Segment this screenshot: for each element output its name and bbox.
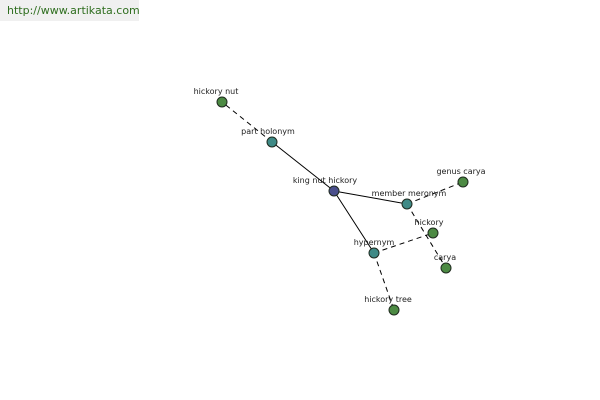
- node-label-hickory-nut[interactable]: hickory nut: [194, 87, 239, 96]
- nodes-layer: [216, 96, 469, 316]
- edge-king-nut-hickory-to-member-meronym: [333, 190, 408, 205]
- node-label-king-nut-hickory[interactable]: king nut hickory: [293, 176, 358, 185]
- edge-part-holonym-to-hickory-nut: [221, 101, 273, 143]
- node-label-part-holonym[interactable]: part holonym: [241, 127, 295, 136]
- edge-king-nut-hickory-to-hypernym: [333, 190, 375, 254]
- source-link-bar: http://www.artikata.com: [0, 0, 140, 21]
- node-hickory[interactable]: [427, 227, 439, 239]
- edge-hypernym-to-hickory: [373, 232, 434, 254]
- edge-king-nut-hickory-to-part-holonym: [271, 141, 335, 192]
- source-link[interactable]: http://www.artikata.com: [7, 4, 140, 17]
- node-label-carya[interactable]: carya: [434, 253, 456, 262]
- node-part-holonym[interactable]: [266, 136, 278, 148]
- node-label-genus-carya[interactable]: genus carya: [436, 167, 485, 176]
- edge-member-meronym-to-genus-carya: [406, 181, 464, 205]
- node-king-nut-hickory[interactable]: [328, 185, 340, 197]
- node-label-member-meronym[interactable]: member meronym: [372, 189, 447, 198]
- node-hickory-tree[interactable]: [388, 304, 400, 316]
- node-member-meronym[interactable]: [401, 198, 413, 210]
- node-genus-carya[interactable]: [457, 176, 469, 188]
- edge-member-meronym-to-carya: [406, 203, 447, 269]
- edges-layer: [221, 101, 464, 311]
- node-hickory-nut[interactable]: [216, 96, 228, 108]
- edge-hypernym-to-hickory-tree: [373, 252, 395, 311]
- node-label-hickory[interactable]: hickory: [415, 218, 444, 227]
- node-label-hypernym[interactable]: hypernym: [354, 238, 395, 247]
- node-carya[interactable]: [440, 262, 452, 274]
- labels-layer: king nut hickory part holonym member meron…: [194, 87, 486, 304]
- node-hypernym[interactable]: [368, 247, 380, 259]
- node-label-hickory-tree[interactable]: hickory tree: [364, 295, 412, 304]
